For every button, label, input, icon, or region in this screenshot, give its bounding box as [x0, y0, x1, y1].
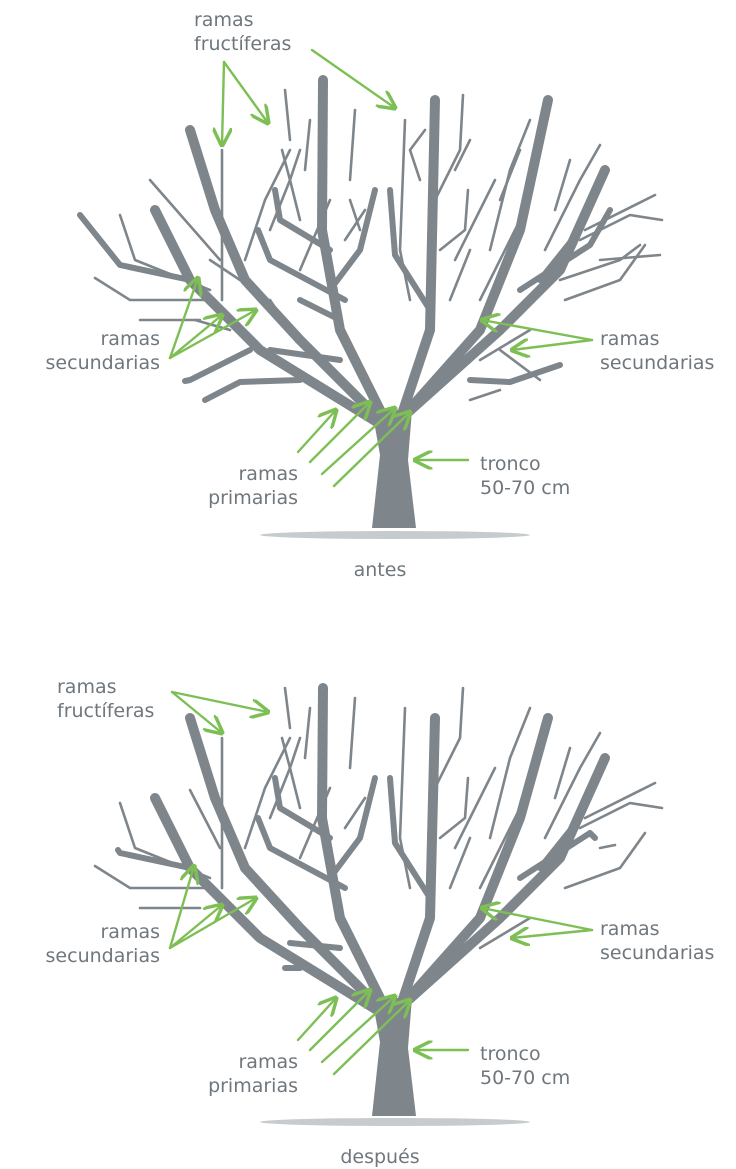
label-secondary-right-after: ramas secundarias: [600, 918, 714, 964]
tree-before: ramas fructíferas ramas secundarias rama…: [46, 9, 715, 581]
label-secondary-right-line1: ramas: [600, 328, 660, 350]
label-secondary-left-line2: secundarias: [46, 945, 160, 967]
pointer-arrows-before: [168, 48, 594, 488]
label-primary-line2: primarias: [208, 1075, 298, 1097]
label-fruiting-line2: fructíferas: [194, 33, 291, 55]
pointer-arrows-after: [168, 690, 594, 1076]
caption-after: después: [340, 1146, 419, 1168]
label-secondary-right-line1: ramas: [600, 918, 660, 940]
tree-after: ramas fructíferas ramas secundarias rama…: [46, 676, 715, 1168]
label-secondary-right-line2: secundarias: [600, 352, 714, 374]
label-primary-line1: ramas: [238, 1051, 298, 1073]
label-fruiting-before: ramas fructíferas: [194, 9, 291, 55]
secondary-branches: [115, 775, 598, 971]
label-secondary-left-after: ramas secundarias: [46, 921, 160, 967]
label-trunk-after: tronco 50-70 cm: [480, 1043, 570, 1089]
caption-before: antes: [354, 559, 407, 581]
label-secondary-left-before: ramas secundarias: [46, 328, 160, 374]
label-secondary-left-line1: ramas: [100, 921, 160, 943]
label-secondary-left-line2: secundarias: [46, 352, 160, 374]
label-trunk-line2: 50-70 cm: [480, 477, 570, 499]
label-trunk-line2: 50-70 cm: [480, 1067, 570, 1089]
label-fruiting-line2: fructíferas: [57, 700, 154, 722]
label-fruiting-line1: ramas: [57, 676, 117, 698]
label-secondary-left-line1: ramas: [100, 328, 160, 350]
label-trunk-before: tronco 50-70 cm: [480, 453, 570, 499]
label-primary-line1: ramas: [238, 463, 298, 485]
label-fruiting-after: ramas fructíferas: [57, 676, 154, 722]
label-trunk-line1: tronco: [480, 1043, 541, 1065]
label-trunk-line1: tronco: [480, 453, 541, 475]
label-secondary-right-line2: secundarias: [600, 942, 714, 964]
ground-shadow: [260, 531, 530, 539]
label-primary-after: ramas primarias: [208, 1051, 298, 1097]
label-primary-before: ramas primarias: [208, 463, 298, 509]
ground-shadow: [260, 1118, 530, 1126]
label-secondary-right-before: ramas secundarias: [600, 328, 714, 374]
label-primary-line2: primarias: [208, 487, 298, 509]
primary-branches: [150, 683, 610, 1023]
label-fruiting-line1: ramas: [194, 9, 254, 31]
